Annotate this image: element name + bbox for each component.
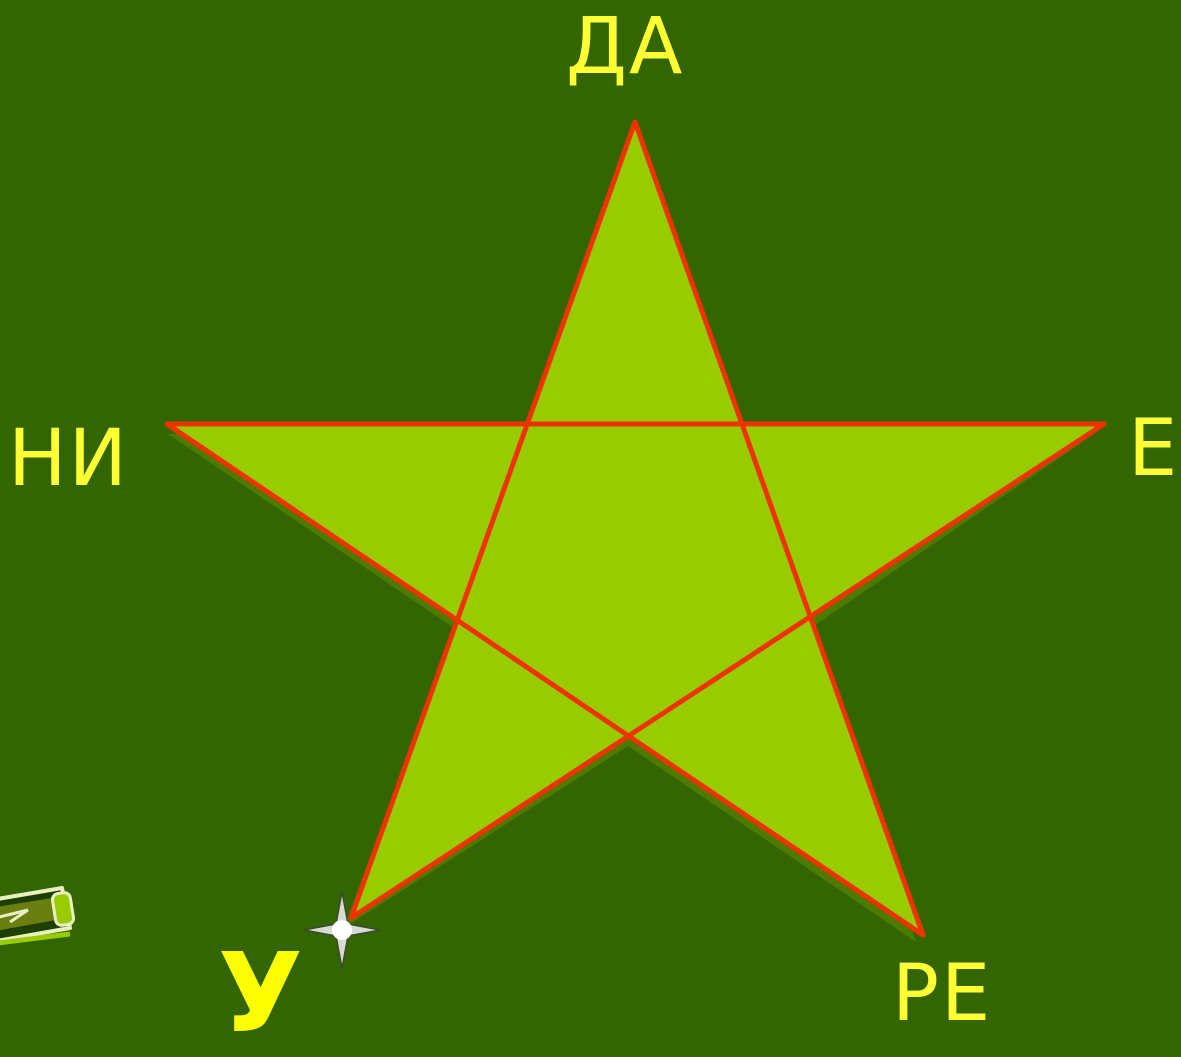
vertex-label-bottom-right: РЕ [892,955,992,1033]
vertex-label-right: Е [1128,410,1179,488]
vertex-label-top: ДА [566,8,684,86]
pencil-icon [0,888,74,944]
vertex-label-left: НИ [8,420,129,498]
vertex-label-bottom-left: У [218,938,305,1048]
